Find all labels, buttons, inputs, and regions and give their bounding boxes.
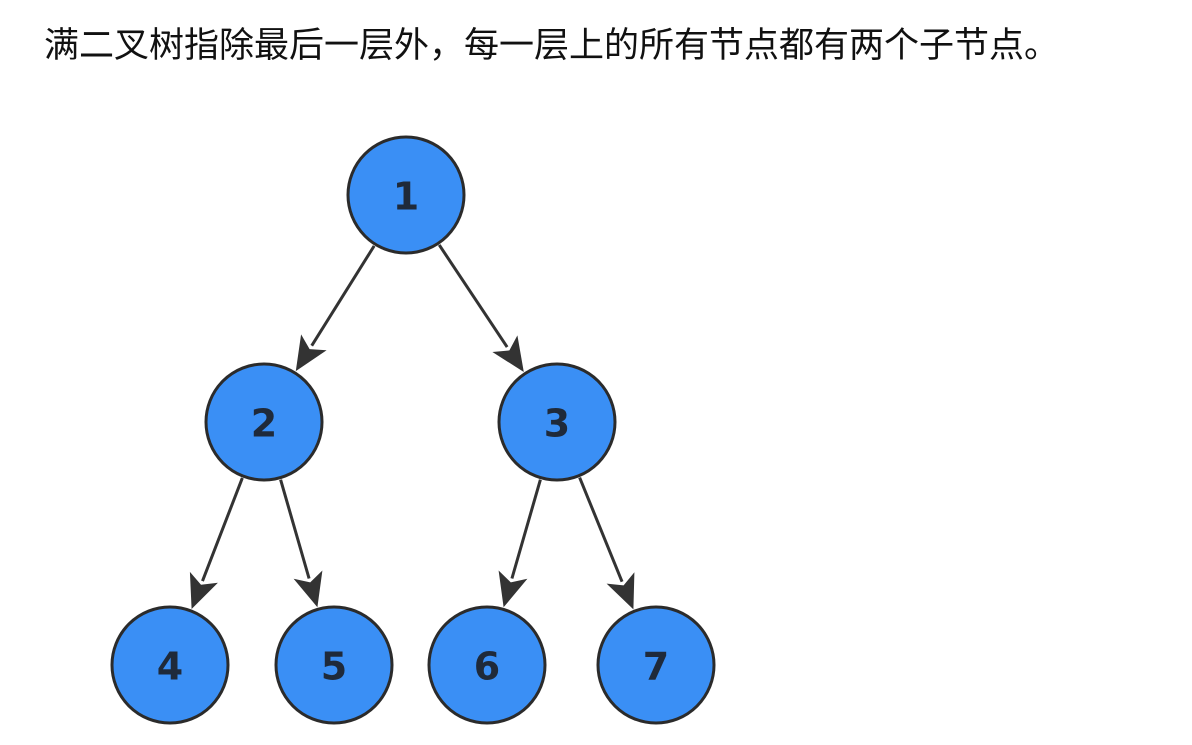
node-label-3: 3	[544, 402, 570, 446]
edge-3-6	[510, 479, 542, 579]
edge-2-4	[201, 477, 244, 582]
arrowhead-1-3	[492, 335, 524, 372]
tree-node-2: 2	[204, 362, 324, 482]
node-label-4: 4	[157, 645, 183, 689]
nodes-layer: 1 2 3 4 5 6 7	[110, 135, 716, 725]
node-circle-2	[204, 362, 324, 482]
node-circle-4	[110, 605, 230, 725]
tree-node-6: 6	[427, 605, 547, 725]
node-label-1: 1	[393, 175, 419, 219]
arrowhead-2-5	[293, 570, 323, 608]
arrowhead-1-2	[295, 334, 327, 372]
edge-1-3	[437, 244, 509, 348]
tree-node-4: 4	[110, 605, 230, 725]
node-label-2: 2	[251, 402, 277, 446]
tree-node-3: 3	[497, 362, 617, 482]
edge-2-5	[279, 479, 311, 579]
node-circle-7	[596, 605, 716, 725]
node-label-5: 5	[321, 645, 347, 689]
node-circle-1	[346, 135, 466, 255]
edge-1-2	[310, 245, 376, 347]
node-circle-5	[274, 605, 394, 725]
tree-node-1: 1	[346, 135, 466, 255]
edges-layer	[189, 244, 635, 610]
tree-node-5: 5	[274, 605, 394, 725]
caption-text: 满二叉树指除最后一层外，每一层上的所有节点都有两个子节点。	[44, 26, 1060, 66]
arrowhead-2-4	[189, 571, 218, 609]
node-label-7: 7	[643, 645, 669, 689]
node-circle-3	[497, 362, 617, 482]
node-label-6: 6	[474, 645, 500, 689]
arrowhead-3-6	[498, 570, 528, 608]
edge-3-7	[578, 476, 624, 583]
node-circle-6	[427, 605, 547, 725]
tree-node-7: 7	[596, 605, 716, 725]
arrowhead-3-7	[606, 572, 635, 610]
